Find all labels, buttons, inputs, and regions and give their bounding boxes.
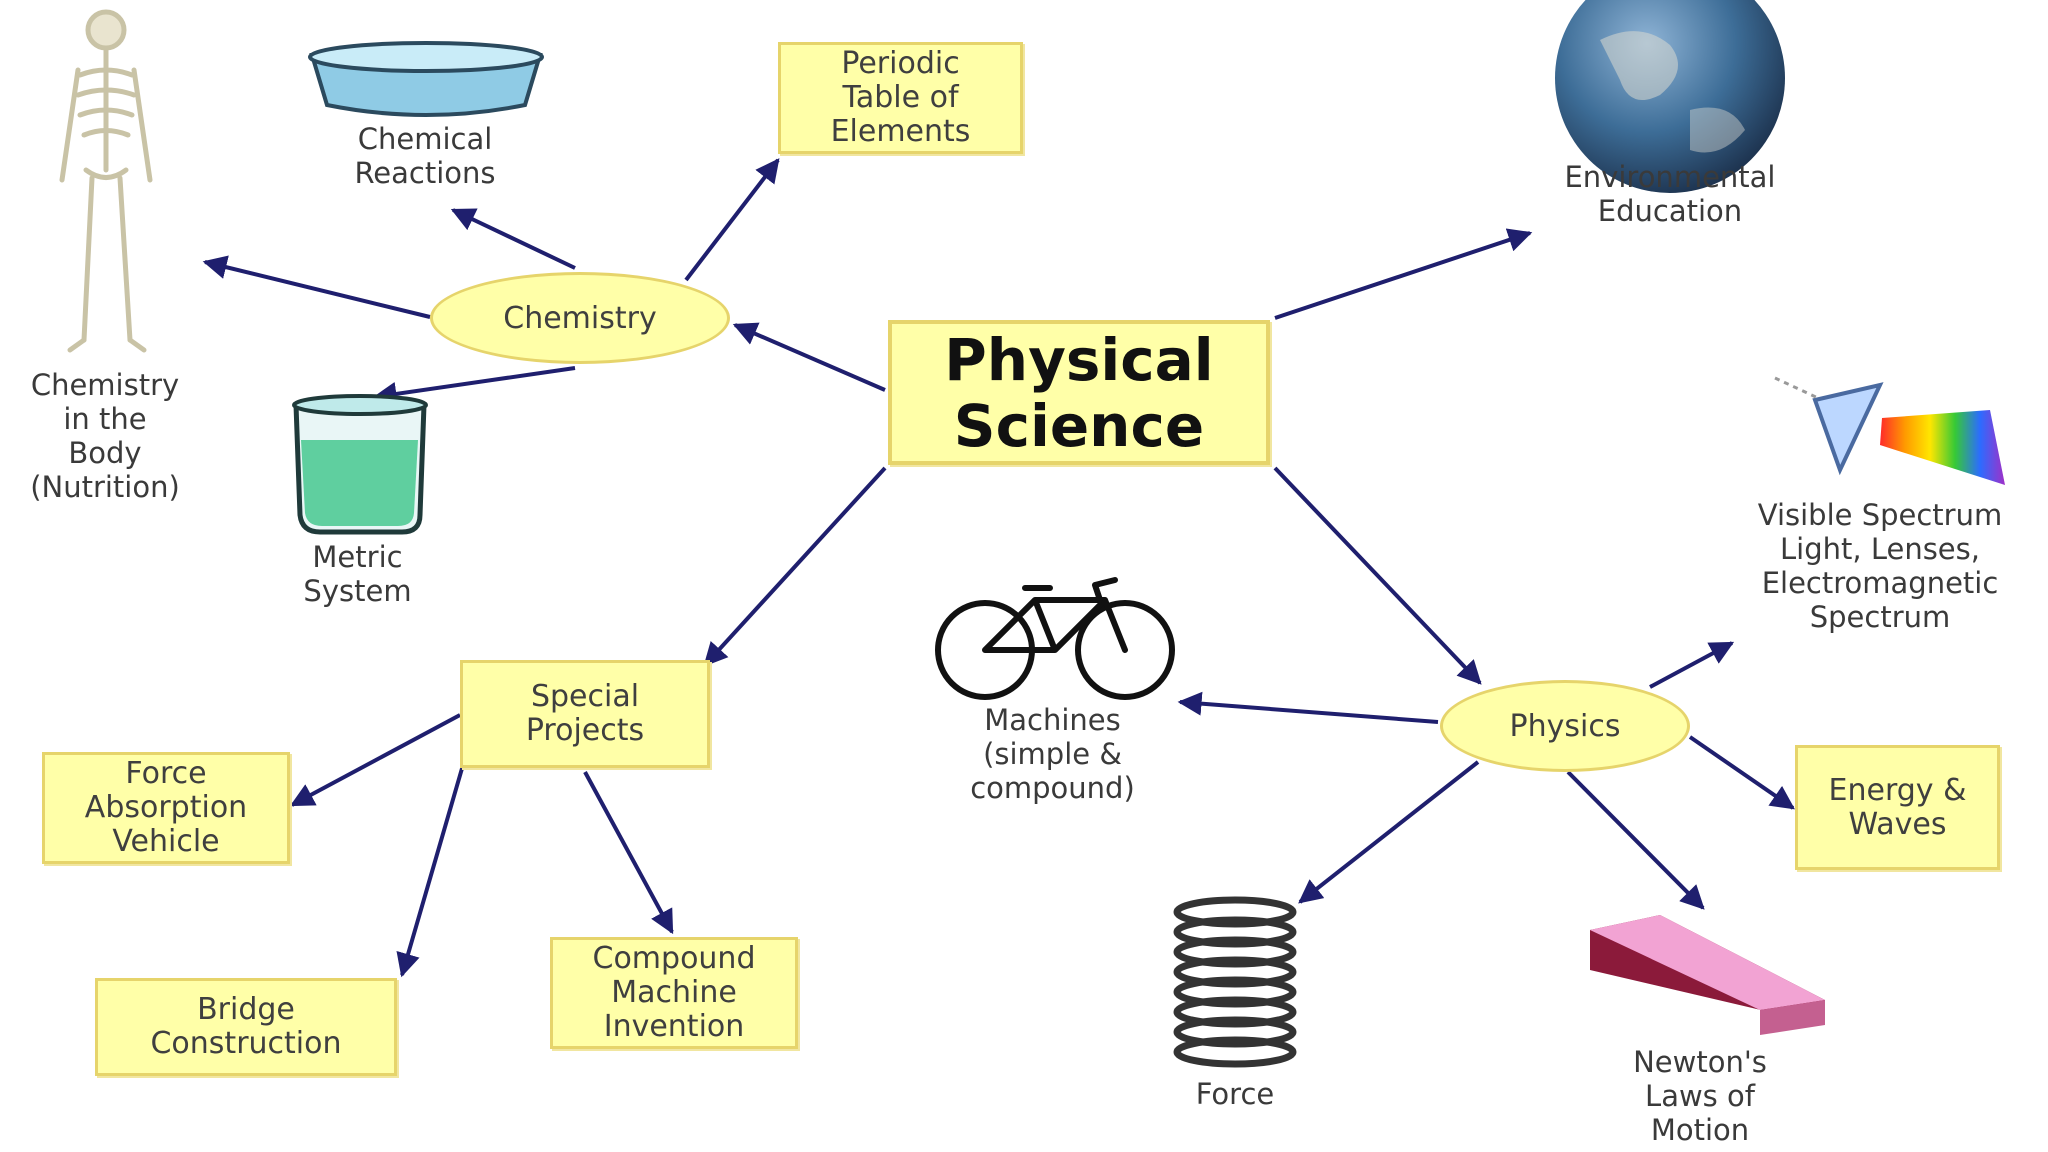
node-physics[interactable]: Physics: [1440, 680, 1690, 772]
spring-icon: [1173, 896, 1297, 1068]
node-energy-waves[interactable]: Energy & Waves: [1795, 745, 2000, 870]
node-compound-machine-invention[interactable]: Compound Machine Invention: [550, 937, 798, 1049]
arrow-projects-to-compound-machine: [583, 771, 674, 935]
prism-icon: [1774, 376, 2005, 485]
globe-icon: [1555, 0, 1785, 193]
node-chemistry[interactable]: Chemistry: [430, 272, 730, 364]
arrow-chemistry-to-body: [202, 255, 431, 319]
bicycle-icon: [935, 577, 1175, 700]
label-visible-spectrum: Visible Spectrum Light, Lenses, Electrom…: [1757, 498, 2003, 634]
arrow-physics-to-energy: [1688, 735, 1795, 810]
ramp-icon: [1590, 915, 1825, 1035]
arrow-physics-to-machines: [1177, 691, 1439, 724]
central-title-line2: Science: [953, 391, 1205, 460]
arrow-chemistry-to-reactions: [450, 208, 576, 270]
arrow-science-to-physics: [1273, 466, 1482, 685]
central-node-physical-science[interactable]: Physical Science: [888, 320, 1270, 465]
node-chemistry-label: Chemistry: [503, 300, 657, 336]
label-environmental-education: Environmental Education: [1564, 160, 1776, 228]
node-bridge-construction[interactable]: Bridge Construction: [95, 978, 397, 1076]
label-newtons-laws: Newton's Laws of Motion: [1633, 1045, 1767, 1147]
arrow-science-to-special-projects: [703, 466, 887, 667]
node-physics-label: Physics: [1509, 708, 1621, 744]
label-chemical-reactions: Chemical Reactions: [354, 122, 496, 190]
label-force: Force: [1195, 1077, 1275, 1111]
label-chemistry-in-the-body: Chemistry in the Body (Nutrition): [30, 368, 180, 504]
arrow-physics-to-spectrum: [1649, 641, 1735, 689]
skeleton-icon: [59, 9, 153, 353]
arrow-projects-to-force-absorption: [289, 713, 461, 807]
node-periodic-table[interactable]: Periodic Table of Elements: [778, 42, 1023, 154]
beaker-icon: [292, 394, 428, 535]
label-metric-system: Metric System: [303, 540, 412, 608]
central-title-line1: Physical: [944, 325, 1214, 394]
arrow-science-to-chemistry: [732, 322, 886, 392]
arrow-projects-to-bridge: [396, 764, 465, 978]
arrow-chemistry-to-metric: [372, 366, 576, 406]
arrow-physics-to-newton: [1566, 770, 1705, 910]
node-force-absorption-vehicle[interactable]: Force Absorption Vehicle: [42, 752, 290, 864]
node-special-projects[interactable]: Special Projects: [460, 660, 710, 768]
arrow-chemistry-to-periodic: [684, 158, 780, 282]
arrow-physics-to-force: [1298, 760, 1480, 904]
arrow-science-to-environmental: [1274, 228, 1533, 320]
connector-arrows: [202, 158, 1795, 978]
dish-icon: [308, 41, 544, 117]
label-machines: Machines (simple & compound): [970, 703, 1135, 805]
